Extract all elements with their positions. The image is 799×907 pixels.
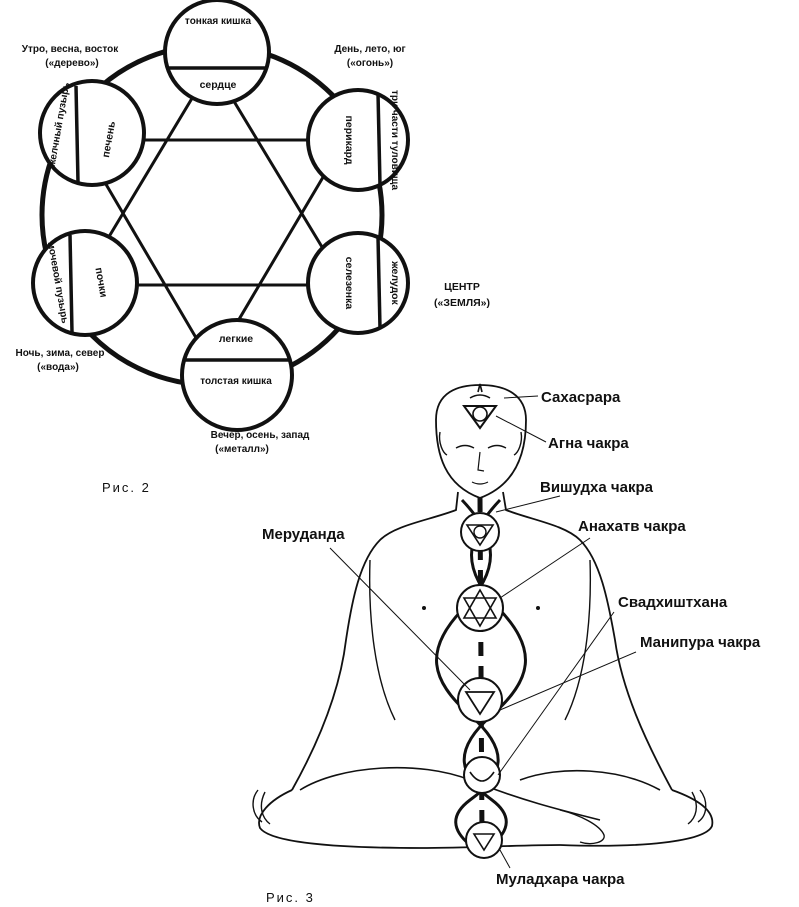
left-nipple bbox=[422, 606, 426, 610]
right-eye bbox=[487, 444, 507, 449]
label-agna: Агна чакра bbox=[548, 435, 629, 452]
leader-muladhara bbox=[499, 849, 511, 869]
leader-vishuddha bbox=[495, 495, 561, 513]
element-wood-line2: («дерево») bbox=[45, 58, 99, 69]
vishuddha-symbol bbox=[460, 512, 500, 552]
leg-left-outline bbox=[258, 789, 561, 849]
sahasrara-mark bbox=[477, 383, 483, 393]
element-wood-line1: Утро, весна, восток bbox=[22, 44, 119, 55]
label-manipura: Манипура чакра bbox=[640, 634, 761, 651]
figure3-caption: Рис. 3 bbox=[266, 890, 315, 905]
organ-large-intestine: толстая кишка bbox=[200, 376, 272, 387]
label-anahata: Анахатв чакра bbox=[578, 518, 686, 535]
helix-left bbox=[435, 498, 500, 847]
circle-metal bbox=[180, 318, 294, 432]
organ-triple-burner: три части туловища bbox=[389, 90, 400, 190]
leader-merudanda bbox=[329, 547, 471, 691]
element-earth-line2: («ЗЕМЛЯ») bbox=[434, 297, 490, 309]
label-merudanda: Меруданда bbox=[262, 526, 345, 543]
leader-svadhishthana bbox=[497, 611, 615, 776]
organ-small-intestine: тонкая кишка bbox=[185, 16, 252, 27]
organ-lungs: легкие bbox=[219, 333, 253, 345]
organ-kidneys: почки bbox=[92, 267, 109, 299]
svadhishthana-symbol bbox=[463, 756, 501, 794]
muladhara-symbol bbox=[465, 821, 503, 859]
organ-stomach: желудок bbox=[389, 260, 401, 305]
element-fire-line1: День, лето, юг bbox=[334, 44, 405, 55]
leader-sahasrara bbox=[503, 395, 539, 399]
five-elements-diagram: тонкая кишка сердце три части туловища п… bbox=[16, 0, 490, 495]
merudanda-spine bbox=[477, 497, 485, 839]
element-water-line1: Ночь, зима, север bbox=[16, 348, 105, 359]
agna-triangle bbox=[462, 405, 498, 430]
helix-right bbox=[462, 498, 527, 847]
organ-spleen: селезенка bbox=[343, 257, 355, 310]
leg-right-outline bbox=[559, 789, 714, 847]
circle-fire-top bbox=[163, 0, 271, 106]
figure2-caption: Рис. 2 bbox=[102, 480, 151, 495]
organ-heart: сердце bbox=[200, 79, 237, 91]
head-outline bbox=[435, 384, 527, 499]
label-svadhishthana: Свадхиштхана bbox=[618, 594, 728, 611]
right-hand bbox=[687, 789, 707, 825]
hexagram-triangle-up bbox=[77, 62, 348, 287]
circle-earth bbox=[306, 231, 410, 335]
element-earth-line1: ЦЕНТР bbox=[444, 281, 480, 293]
label-muladhara: Муладхара чакра bbox=[496, 871, 625, 888]
foot bbox=[559, 809, 605, 845]
leader-agna bbox=[495, 415, 547, 443]
label-sahasrara: Сахасрара bbox=[541, 389, 621, 406]
element-metal-line2: («металл») bbox=[215, 444, 269, 455]
circle-fire-right bbox=[306, 88, 410, 192]
anahata-symbol bbox=[456, 584, 504, 632]
element-metal-line1: Вечер, осень, запад bbox=[211, 430, 310, 441]
element-fire-line2: («огонь») bbox=[347, 58, 393, 69]
torso-right-outline bbox=[502, 491, 673, 791]
circle-wood bbox=[38, 79, 146, 187]
left-eye bbox=[455, 444, 475, 449]
hexagram-triangle-down bbox=[77, 138, 348, 368]
right-nipple bbox=[536, 606, 540, 610]
element-water-line2: («вода») bbox=[37, 362, 79, 373]
leader-anahata bbox=[499, 537, 591, 599]
torso-left-outline bbox=[291, 491, 459, 791]
leader-manipura bbox=[499, 651, 637, 711]
organ-pericardium: перикард bbox=[343, 116, 355, 165]
left-hand bbox=[252, 789, 271, 825]
label-vishuddha: Вишудха чакра bbox=[540, 479, 654, 496]
chakra-figure: Сахасрара Агна чакра Вишудха чакра Меруд… bbox=[252, 383, 761, 905]
circle-water bbox=[31, 229, 139, 337]
